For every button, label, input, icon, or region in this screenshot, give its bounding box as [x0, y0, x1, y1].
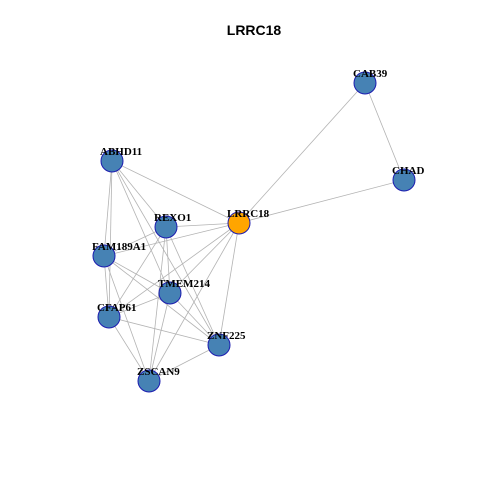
edge-cfap61-lrrc18 [108, 222, 240, 318]
node-label-tmem214: TMEM214 [158, 278, 210, 290]
node-fam189a1: FAM189A1 [92, 241, 146, 268]
edge-chad-lrrc18 [238, 179, 405, 224]
node-circle-lrrc18 [227, 211, 251, 235]
node-label-cab39: CAB39 [353, 68, 388, 80]
node-rexo1: REXO1 [154, 212, 191, 239]
diagram-title: LRRC18 [227, 22, 282, 38]
edge-cfap61-znf225 [108, 316, 220, 346]
edge-fam189a1-tmem214 [103, 255, 171, 294]
edge-rexo1-zscan9 [148, 226, 167, 382]
node-cfap61: CFAP61 [97, 302, 137, 329]
edge-rexo1-cfap61 [108, 226, 167, 318]
edge-fam189a1-lrrc18 [103, 222, 240, 257]
node-circle-tmem214 [158, 281, 182, 305]
node-zscan9: ZSCAN9 [137, 366, 180, 393]
node-circle-rexo1 [154, 215, 178, 239]
node-tmem214: TMEM214 [158, 278, 210, 305]
node-znf225: ZNF225 [207, 330, 246, 357]
node-circle-znf225 [207, 333, 231, 357]
node-label-rexo1: REXO1 [154, 212, 191, 224]
edge-znf225-lrrc18 [218, 222, 240, 346]
node-label-cfap61: CFAP61 [97, 302, 137, 314]
node-circle-fam189a1 [92, 244, 116, 268]
node-chad: CHAD [392, 165, 424, 192]
edge-znf225-zscan9 [148, 344, 220, 382]
node-label-znf225: ZNF225 [207, 330, 246, 342]
edge-abhd11-rexo1 [111, 160, 167, 228]
edge-cab39-chad [364, 82, 405, 181]
node-circle-cfap61 [97, 305, 121, 329]
edge-tmem214-lrrc18 [169, 222, 240, 294]
edge-zscan9-lrrc18 [148, 222, 240, 382]
node-cab39: CAB39 [353, 68, 388, 95]
node-circle-zscan9 [137, 369, 161, 393]
edge-tmem214-znf225 [169, 292, 220, 346]
edge-cfap61-zscan9 [108, 316, 150, 382]
edge-tmem214-zscan9 [148, 292, 171, 382]
node-label-zscan9: ZSCAN9 [137, 366, 180, 378]
edge-rexo1-lrrc18 [165, 222, 240, 228]
edge-abhd11-lrrc18 [111, 160, 240, 224]
edge-abhd11-tmem214 [111, 160, 171, 294]
node-label-fam189a1: FAM189A1 [92, 241, 146, 253]
node-label-chad: CHAD [392, 165, 424, 177]
edge-abhd11-znf225 [111, 160, 220, 346]
node-circle-abhd11 [100, 149, 124, 173]
edge-fam189a1-zscan9 [103, 255, 150, 382]
node-lrrc18: LRRC18 [227, 208, 270, 235]
edge-layer [103, 82, 405, 382]
node-circle-cab39 [353, 71, 377, 95]
edge-rexo1-znf225 [165, 226, 220, 346]
edge-cab39-lrrc18 [238, 82, 366, 224]
edge-abhd11-cfap61 [108, 160, 113, 318]
node-label-abhd11: ABHD11 [100, 146, 142, 158]
node-circle-chad [392, 168, 416, 192]
node-abhd11: ABHD11 [100, 146, 142, 173]
node-label-lrrc18: LRRC18 [227, 208, 270, 220]
edge-abhd11-fam189a1 [103, 160, 113, 257]
